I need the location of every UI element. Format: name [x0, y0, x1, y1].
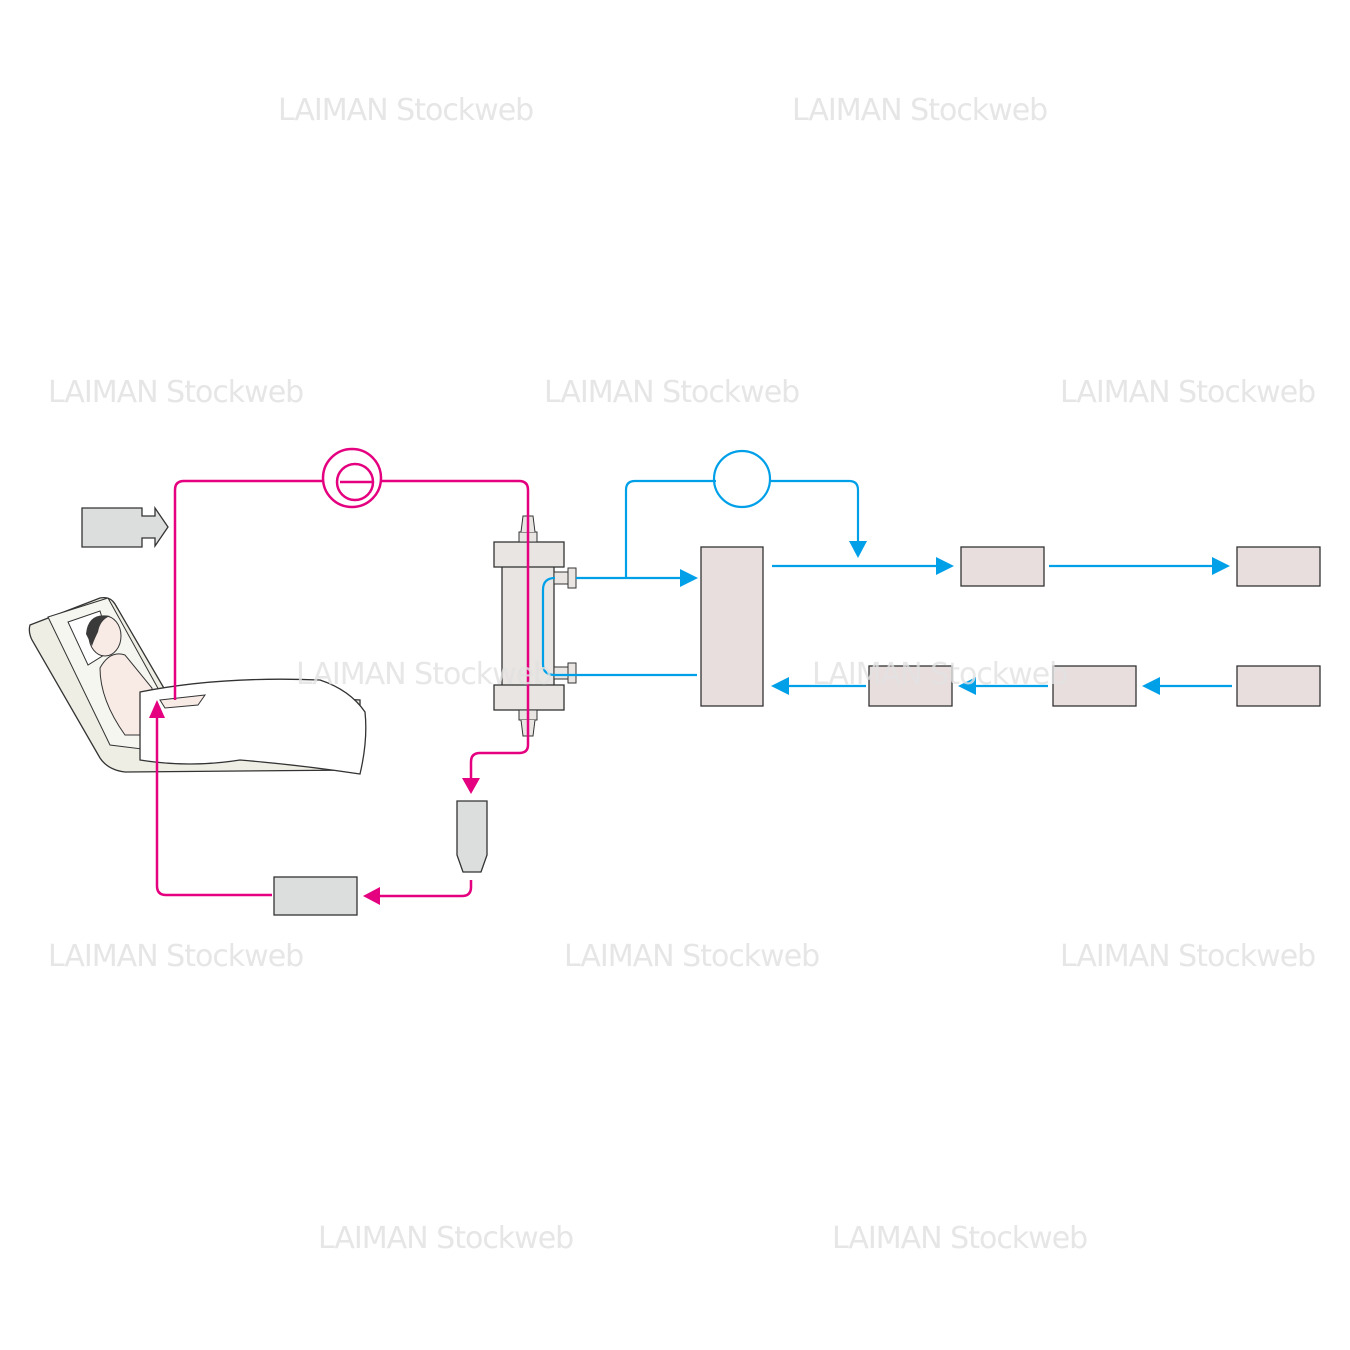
watermark: LAIMAN Stockweb: [1060, 375, 1315, 410]
watermark: LAIMAN Stockweb: [1060, 939, 1315, 974]
drip-chamber: [456, 800, 488, 873]
blood-circuit: [153, 447, 530, 900]
drain-box-1: [960, 546, 1045, 587]
dialysate-supply-unit: [700, 546, 764, 707]
watermark: LAIMAN Stockweb: [812, 657, 1067, 692]
dialysate-arrows: [680, 541, 1230, 695]
watermark: LAIMAN Stockweb: [564, 939, 819, 974]
arrow-icon: [149, 700, 165, 718]
dialysate-machine-boxes: [700, 546, 1321, 707]
dialysate-circuit: [541, 449, 1232, 688]
watermark: LAIMAN Stockweb: [278, 93, 533, 128]
watermark: LAIMAN Stockweb: [48, 375, 303, 410]
watermark: LAIMAN Stockweb: [48, 939, 303, 974]
supply-box-2: [1052, 665, 1137, 707]
patient-in-bed: [28, 596, 367, 775]
supply-box-3: [1236, 665, 1321, 707]
arrow-icon: [462, 778, 480, 794]
dialyzer: [493, 515, 577, 737]
anticoagulant-pump: [81, 505, 169, 549]
watermark: LAIMAN Stockweb: [318, 1221, 573, 1256]
watermarks: LAIMAN Stockweb LAIMAN Stockweb LAIMAN S…: [48, 93, 1316, 1256]
air-detector-box: [273, 876, 358, 916]
watermark: LAIMAN Stockweb: [544, 375, 799, 410]
watermark: LAIMAN Stockweb: [832, 1221, 1087, 1256]
supply-box-1: [868, 665, 953, 707]
drain-box-2: [1236, 546, 1321, 587]
watermark: LAIMAN Stockweb: [296, 657, 551, 692]
arrow-icon: [363, 887, 380, 905]
blood-pump-icon: [321, 447, 383, 509]
watermark: LAIMAN Stockweb: [792, 93, 1047, 128]
dialysate-pump-icon: [712, 449, 772, 509]
